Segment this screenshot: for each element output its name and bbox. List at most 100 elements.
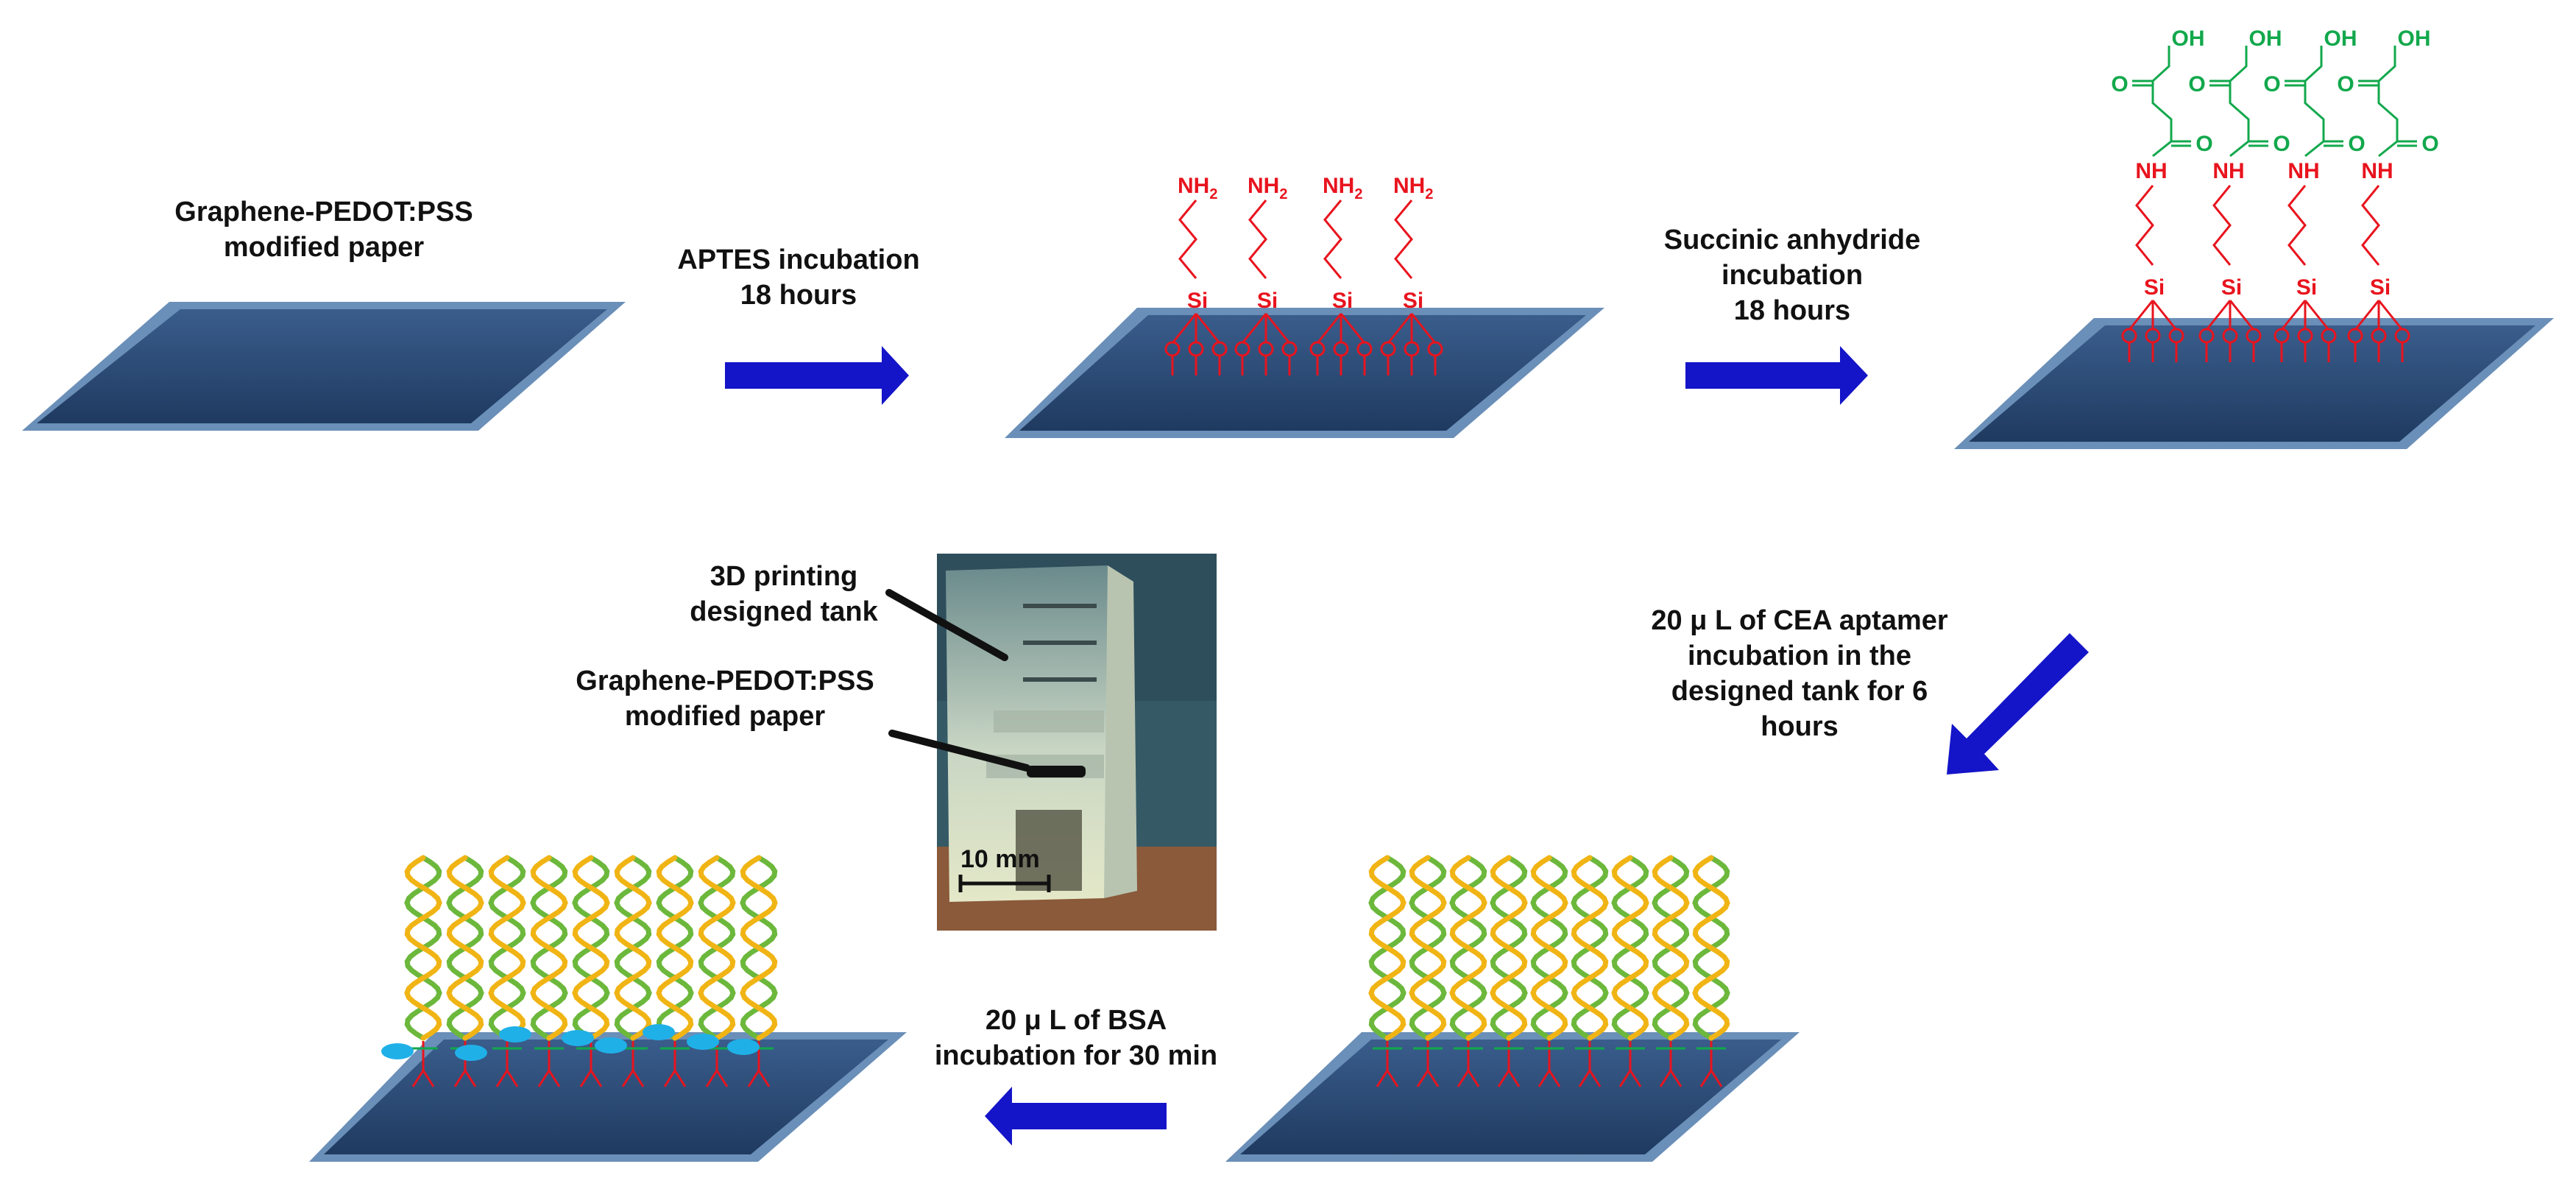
alkyl-chain [1178,200,1197,279]
succinyl-chain [2229,46,2250,158]
si-o-bond [2280,300,2307,331]
alkyl-chain [2361,185,2380,266]
alkyl-chain [2212,185,2232,266]
si-o-bond [2151,300,2178,331]
carbonyl-o: O [2273,132,2290,156]
succinyl-chain [2304,46,2325,158]
anchor-foot [1548,1070,1561,1087]
cea-label-line1: 20 μ L of CEA aptamer [1651,605,1948,636]
dna-strand-yellow [614,855,652,1041]
anchor-foot [411,1070,425,1087]
cea-label-line4: hours [1761,711,1839,742]
bsa-protein [455,1045,487,1061]
dna-strand-yellow [1611,855,1649,1041]
dna-strand-yellow [1409,855,1447,1041]
si-o-bond [2229,300,2255,331]
substrate-slab-3 [1954,318,2554,449]
aptamer-layer-step4 [1368,855,1730,1087]
dna-strand-yellow [1490,855,1528,1041]
anchor-foot [715,1070,729,1087]
anchor-foot [1376,1070,1389,1087]
tank-label-line1: 3D printing [710,561,858,592]
anchor-foot [1538,1070,1551,1087]
anchor-foot [1588,1070,1602,1087]
anchor-foot [673,1070,687,1087]
anchor-foot [1457,1070,1470,1087]
si-o-bond [2377,300,2404,331]
succinic-label-line3: 18 hours [1734,295,1850,326]
si-atom: Si [1257,289,1278,313]
dna-strand-yellow [404,855,442,1041]
dna-strand-yellow [530,855,568,1041]
amine-group: NH2 [1178,174,1217,202]
anchor-foot [1507,1070,1521,1087]
aptes-label-line2: 18 hours [740,280,857,311]
alkyl-chain [1394,200,1413,279]
succinic-label-line1: Succinic anhydride [1664,225,1920,255]
substrate-slab-2 [1005,308,1604,438]
subscript: 2 [1209,186,1217,202]
scale-bar-label: 10 mm [960,845,1040,873]
bsa-protein [643,1024,675,1040]
anchor-foot [663,1070,676,1087]
bsa-protein [727,1039,760,1055]
si-atom: Si [1187,289,1208,313]
arrow-right-2 [1685,346,1868,405]
carbonyl-o: O [2195,132,2212,156]
si-o-bond [1264,313,1291,344]
aptes-label-line1: APTES incubation [677,244,919,275]
alkyl-chain [2287,185,2307,266]
si-o-bond [2128,300,2154,331]
si-o-bond [1171,313,1197,344]
paper-label-line1: Graphene-PEDOT:PSS [576,666,874,696]
paper-label-line2: modified paper [625,701,826,732]
anchor-foot [548,1070,561,1087]
dna-strand-yellow [1692,855,1730,1041]
anchor-foot [1426,1070,1440,1087]
dna-strand-yellow [1530,855,1568,1041]
anchor-foot [1578,1070,1591,1087]
dna-strand-yellow [1368,855,1406,1041]
amine-group: NH2 [1248,174,1287,202]
anchor-foot [757,1070,771,1087]
anchor-foot [1416,1070,1429,1087]
dna-strand-yellow [1652,855,1690,1041]
amide-nh: NH [2361,159,2393,183]
subscript: 2 [1279,186,1287,202]
alkyl-chain [1248,200,1267,279]
succinyl-chain [2377,46,2399,158]
bsa-protein [499,1026,531,1042]
carbonyl-o: O [2111,72,2128,96]
si-o-bond [1316,313,1342,344]
anchor-foot [590,1070,603,1087]
anchor-foot [1659,1070,1672,1087]
si-atom: Si [1403,289,1423,313]
tank-photo: 10 mm [937,554,1217,931]
si-o-bond [1241,313,1267,344]
dna-strand-yellow [446,855,484,1041]
start-label-line2: modified paper [224,232,425,263]
alkyl-chain [1323,200,1342,279]
si-o-bond [1387,313,1413,344]
si-o-bond [2354,300,2380,331]
anchor-foot [464,1070,477,1087]
si-atom: Si [2370,275,2391,300]
carbonyl-o: O [2188,72,2205,96]
carboxyl-oh: OH [2249,27,2282,51]
carbonyl-o: O [2348,132,2365,156]
alkyl-chain [2135,185,2154,266]
si-o-bond [2205,300,2232,331]
carboxyl-oh: OH [2324,27,2357,51]
dna-strand-yellow [698,855,736,1041]
si-atom: Si [2144,275,2165,300]
anchor-foot [621,1070,634,1087]
dna-strand-yellow [1449,855,1487,1041]
bsa-protein [562,1030,594,1046]
anchor-foot [506,1070,519,1087]
bsa-label-line1: 20 μ L of BSA [986,1005,1167,1036]
bsa-protein [687,1034,719,1050]
dna-strand-yellow [740,855,778,1041]
subscript: 2 [1354,186,1362,202]
amide-nh: NH [2287,159,2319,183]
